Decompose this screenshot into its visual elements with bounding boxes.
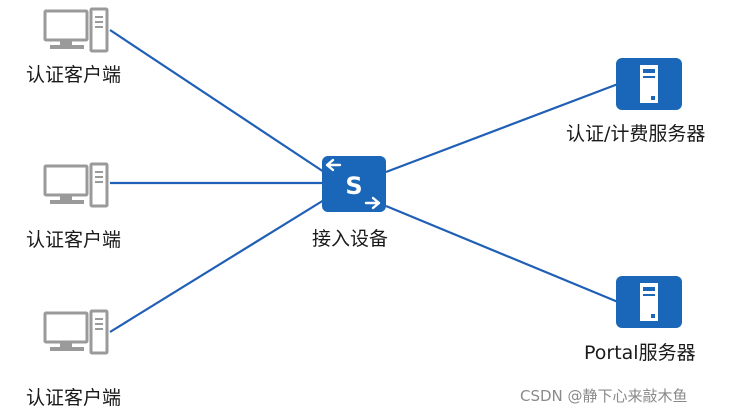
link-client1-switch [109, 29, 325, 173]
switch-label: 接入设备 [312, 228, 389, 250]
server-icon [616, 58, 682, 110]
computer-icon [43, 7, 109, 53]
link-client3-switch [109, 199, 325, 333]
auth-server-label: 认证/计费服务器 [566, 123, 706, 145]
computer-icon [43, 162, 109, 208]
switch-icon: S [322, 156, 386, 212]
portal-server-label: Portal服务器 [584, 342, 696, 364]
link-switch-auth-server [385, 82, 619, 174]
client3-label: 认证客户端 [26, 387, 122, 409]
link-switch-portal-server [385, 204, 619, 304]
server-icon [616, 276, 682, 328]
links [109, 29, 619, 333]
client2-label: 认证客户端 [26, 229, 122, 251]
computer-icon [43, 309, 109, 355]
client1-label: 认证客户端 [26, 64, 122, 86]
watermark: CSDN @静下心来敲木鱼 [520, 387, 688, 405]
switch-symbol: S [345, 172, 362, 200]
